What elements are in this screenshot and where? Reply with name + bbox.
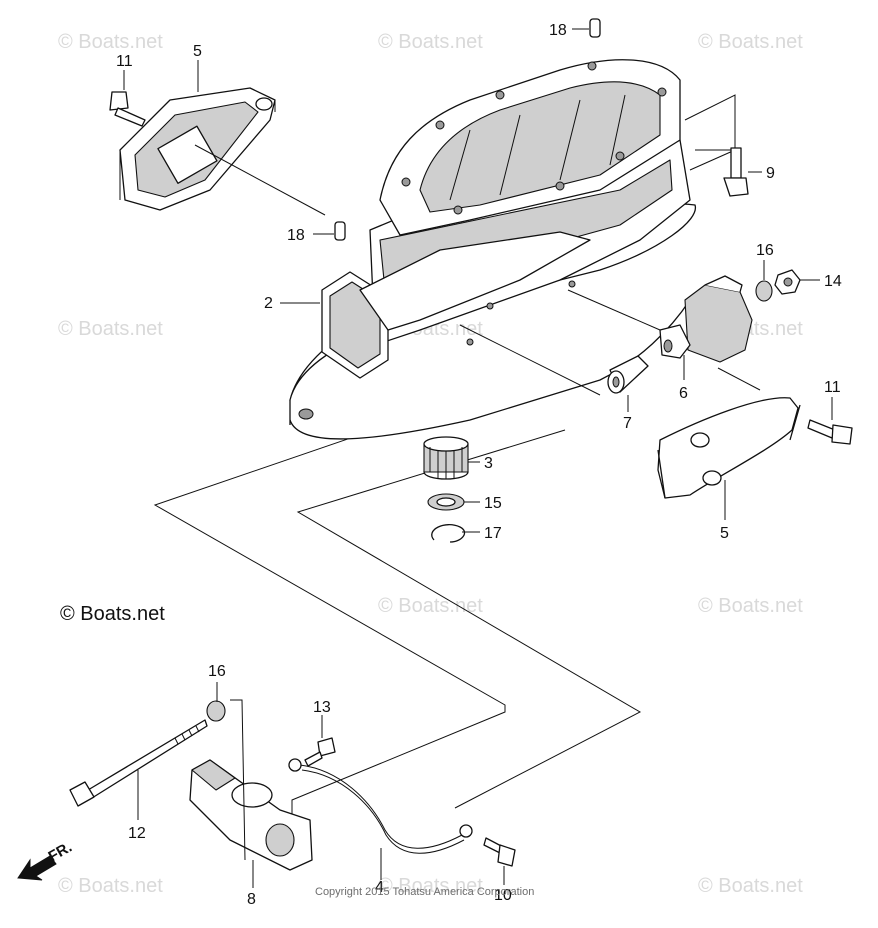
side-cover-top-left — [119, 87, 276, 211]
nut — [774, 269, 801, 295]
callout-10: 10 — [494, 887, 512, 904]
callout-16: 16 — [756, 242, 774, 259]
bolt-9 — [723, 147, 749, 197]
watermark: © Boats.net — [378, 31, 483, 53]
watermark: © Boats.net — [378, 875, 483, 897]
callout-13: 13 — [313, 699, 331, 716]
side-cover-right — [657, 397, 801, 499]
boats-net-watermark: © Boats.net — [60, 603, 165, 625]
watermark: © Boats.net — [58, 875, 163, 897]
callout-11: 11 — [116, 53, 133, 70]
needle-bearing — [423, 436, 469, 480]
watermark-layer: © Boats.net © Boats.net © Boats.net © Bo… — [58, 31, 803, 897]
bolt-11-top — [109, 91, 146, 127]
callout-15: 15 — [484, 495, 502, 512]
bolt-10 — [483, 837, 516, 867]
washer-16-bottom — [206, 700, 226, 722]
callout-18: 18 — [549, 22, 567, 39]
callout-8: 8 — [247, 891, 256, 908]
callout-3: 3 — [484, 455, 493, 472]
callout-14: 14 — [824, 273, 842, 290]
drive-shaft-housing — [289, 59, 696, 440]
callout-18: 18 — [287, 227, 305, 244]
callout-17: 17 — [484, 525, 502, 542]
watermark: © Boats.net — [698, 875, 803, 897]
watermark: © Boats.net — [58, 31, 163, 53]
callout-labels: 11 5 18 18 2 9 16 14 6 7 11 5 3 15 17 16… — [116, 22, 842, 908]
watermark: © Boats.net — [58, 318, 163, 340]
dowel-pin-top — [589, 18, 601, 38]
watermark: © Boats.net — [698, 595, 803, 617]
circlip — [431, 524, 466, 543]
rubber-mount — [659, 275, 753, 363]
arrow-icon — [17, 855, 57, 881]
bracket — [189, 759, 313, 871]
callout-4: 4 — [375, 879, 384, 896]
washer — [427, 493, 465, 511]
leader-lines — [123, 28, 833, 888]
callout-5: 5 — [193, 43, 202, 60]
front-direction-arrow: FR. — [17, 839, 75, 881]
washer-16-top — [755, 280, 773, 302]
long-bolt — [69, 719, 208, 807]
callout-16: 16 — [208, 663, 226, 680]
callout-5: 5 — [720, 525, 729, 542]
collar — [607, 355, 649, 394]
callout-11: 11 — [824, 379, 841, 396]
dowel-pin-left — [334, 221, 346, 241]
watermark: © Boats.net — [378, 595, 483, 617]
ground-cable — [288, 758, 473, 854]
bolt-13 — [304, 737, 336, 767]
callout-6: 6 — [679, 385, 688, 402]
bolt-11-right — [807, 419, 853, 445]
callout-7: 7 — [623, 415, 632, 432]
callout-12: 12 — [128, 825, 146, 842]
callout-9: 9 — [766, 165, 775, 182]
copyright-notice: Copyright 2015 Tohatsu America Corporati… — [315, 886, 534, 898]
callout-2: 2 — [264, 295, 273, 312]
watermark: © Boats.net — [698, 31, 803, 53]
